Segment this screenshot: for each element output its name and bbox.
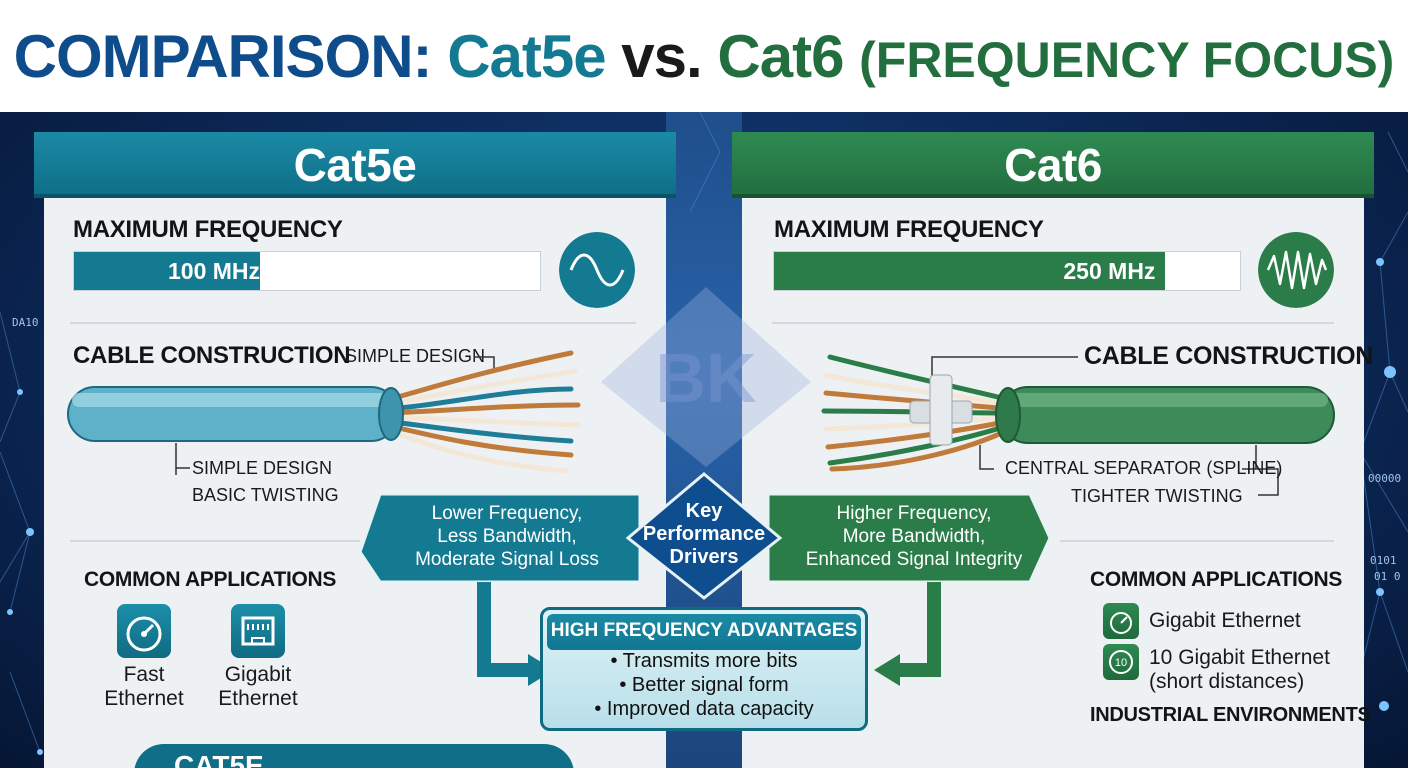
hfa-item: • Better signal form — [619, 674, 789, 696]
app-label-line1: Gigabit — [224, 663, 292, 686]
cat5e-cable-illustration — [67, 350, 581, 475]
high-frequency-advantages-box: HIGH FREQUENCY ADVANTAGES • Transmits mo… — [540, 607, 868, 731]
app-10-gigabit-ethernet: 10 Gigabit Ethernet (short distances) — [1149, 646, 1330, 694]
cat5e-frequency-bar: 100 MHz — [73, 251, 541, 291]
divider — [772, 322, 1334, 324]
cat5e-max-frequency-label: MAXIMUM FREQUENCY — [73, 216, 343, 243]
side-code: 00000 — [1368, 472, 1402, 485]
cat6-cable-illustration — [821, 354, 1335, 496]
cat5e-applications-label: COMMON APPLICATIONS — [84, 568, 337, 591]
cat5e-frequency-fill: 100 MHz — [74, 252, 261, 290]
kpd-line: Performance — [642, 523, 766, 545]
speedometer-icon — [117, 604, 171, 658]
divider — [70, 540, 360, 542]
side-code: 01 0 — [1374, 570, 1401, 583]
cat5e-callout-simple-design: SIMPLE DESIGN — [192, 458, 333, 478]
ten-badge-icon: 10 — [1103, 644, 1139, 680]
ethernet-port-icon — [231, 604, 285, 658]
app-label-line2: Ethernet — [218, 687, 298, 710]
app-gigabit-ethernet: Gigabit Ethernet — [1149, 609, 1301, 632]
center-arrows — [358, 472, 1052, 686]
hfa-item: • Improved data capacity — [594, 698, 814, 720]
cat6-header: Cat6 — [732, 132, 1374, 198]
key-performance-drivers: Key Performance Drivers — [634, 500, 774, 569]
app-fast-ethernet: Fast Ethernet — [90, 663, 198, 711]
ten-badge-text: 10 — [1115, 657, 1127, 669]
cat5e-header: Cat5e — [34, 132, 676, 198]
hfa-title-background — [547, 614, 861, 650]
cat6-frequency-bar: 250 MHz — [773, 251, 1241, 291]
cat6-summary-line: Enhanced Signal Integrity — [805, 549, 1023, 570]
title-part-focus: (FREQUENCY FOCUS) — [859, 32, 1395, 88]
title-part-comparison: COMPARISON: — [13, 23, 433, 90]
cat6-summary-line: Higher Frequency, — [836, 503, 992, 524]
side-code: DA10 — [12, 316, 39, 329]
cat6-cable-construction-label: CABLE CONSTRUCTION — [1084, 342, 1374, 370]
cat5e-cable-construction-label: CABLE CONSTRUCTION — [73, 342, 351, 369]
cat5e-callout-basic-twisting: BASIC TWISTING — [192, 485, 339, 505]
cat6-summary: Higher Frequency, More Bandwidth, Enhanc… — [800, 502, 1028, 571]
app-gigabit-ethernet: Gigabit Ethernet — [204, 663, 312, 711]
app-label-line2: Ethernet — [104, 687, 184, 710]
cat6-applications-label: COMMON APPLICATIONS — [1090, 568, 1343, 591]
high-frequency-wave-icon — [1258, 232, 1334, 308]
app-label-line1: Fast — [123, 663, 165, 686]
cat6-max-frequency-label: MAXIMUM FREQUENCY — [774, 216, 1044, 243]
kpd-line: Key — [685, 500, 723, 522]
industrial-environments-label: INDUSTRIAL ENVIRONMENTS — [1090, 704, 1371, 726]
cat5e-summary-line: Less Bandwidth, — [437, 526, 577, 547]
title-part-cat5e: Cat5e — [447, 23, 606, 90]
app-label-line1: 10 Gigabit Ethernet — [1149, 646, 1330, 669]
cat5e-summary-line: Moderate Signal Loss — [415, 549, 599, 570]
sine-wave-icon — [559, 232, 635, 308]
divider — [1060, 540, 1334, 542]
divider — [70, 322, 636, 324]
cat5e-summary: Lower Frequency, Less Bandwidth, Moderat… — [402, 502, 612, 571]
cat6-callout-spline: CENTRAL SEPARATOR (SPLINE) — [1005, 458, 1283, 478]
speedometer-icon — [1103, 603, 1139, 639]
cat6-callout-tighter-twisting: TIGHTER TWISTING — [1071, 486, 1243, 506]
cat6-frequency-fill: 250 MHz — [774, 252, 1166, 290]
title-part-vs: vs. — [621, 23, 702, 90]
cat5e-bottom-banner: CAT5E — [134, 744, 574, 768]
hfa-title: HIGH FREQUENCY ADVANTAGES — [550, 620, 858, 641]
hfa-item: • Transmits more bits — [610, 650, 798, 672]
title-part-cat6: Cat6 — [717, 23, 844, 90]
watermark-logo: BK — [601, 287, 811, 467]
side-code: 0101 — [1370, 554, 1397, 567]
cat6-summary-line: More Bandwidth, — [842, 526, 986, 547]
svg-text:BK: BK — [655, 339, 756, 417]
app-label-line2: (short distances) — [1149, 670, 1305, 693]
cat5e-callout-top: SIMPLE DESIGN — [345, 346, 486, 366]
kpd-line: Drivers — [669, 546, 739, 568]
page-title: COMPARISON: Cat5e vs. Cat6 (FREQUENCY FO… — [0, 22, 1408, 91]
title-bar: COMPARISON: Cat5e vs. Cat6 (FREQUENCY FO… — [0, 0, 1408, 112]
cat5e-summary-line: Lower Frequency, — [431, 503, 583, 524]
